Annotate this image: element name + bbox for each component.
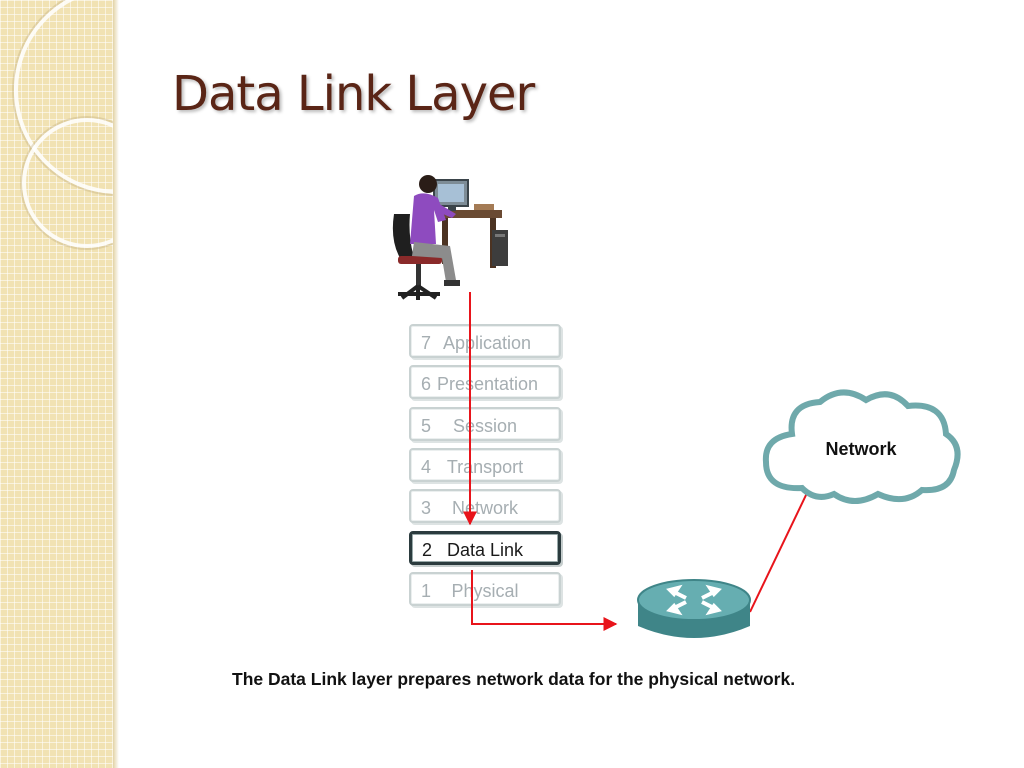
osi-layer-data-link: 2 Data Link xyxy=(409,530,561,565)
to-router-arrow xyxy=(471,570,618,631)
osi-layer-name: Physical xyxy=(451,580,519,601)
user-at-workstation-icon xyxy=(392,175,508,300)
osi-layer-number: 6 xyxy=(421,374,432,395)
caption: The Data Link layer prepares network dat… xyxy=(232,669,796,689)
osi-layer-name: Presentation xyxy=(437,374,539,395)
page-title: Data Link Layer xyxy=(172,66,535,122)
osi-layer-physical: 1 Physical xyxy=(409,571,561,606)
osi-layer-number: 3 xyxy=(421,498,432,519)
osi-layer-number: 4 xyxy=(421,456,432,477)
osi-layer-name: Transport xyxy=(446,456,524,477)
router-icon xyxy=(637,579,751,638)
osi-layer-number: 2 xyxy=(422,539,433,560)
osi-layer-name: Application xyxy=(443,333,532,353)
cloud-label: Network xyxy=(825,439,897,459)
osi-layer-name: Data Link xyxy=(446,539,524,560)
decorative-sidebar xyxy=(0,0,113,768)
osi-layer-number: 1 xyxy=(421,580,432,601)
osi-layer-session: 5 Session xyxy=(409,406,561,441)
osi-layer-name: Session xyxy=(452,415,518,436)
osi-layer-application: 7 Application xyxy=(409,324,561,358)
network-cloud-icon xyxy=(762,389,961,504)
osi-layer-number: 7 xyxy=(421,333,432,353)
osi-layer-number: 5 xyxy=(421,415,432,436)
osi-layer-transport: 4 Transport xyxy=(409,447,561,482)
sidebar-edge xyxy=(113,0,119,768)
